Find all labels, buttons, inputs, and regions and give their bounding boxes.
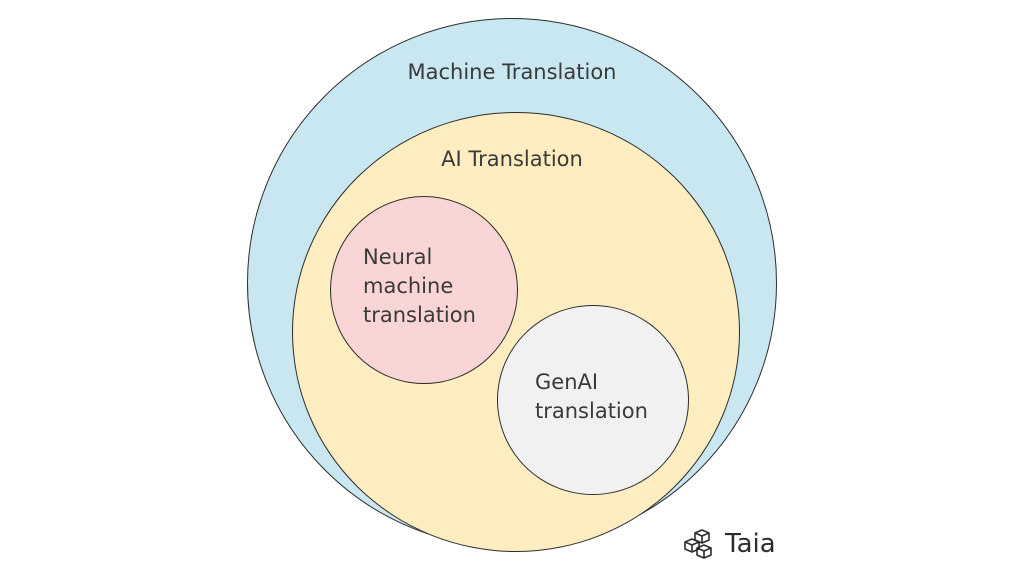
label-line: machine (363, 274, 454, 298)
neural-machine-translation-label: Neural machine translation (363, 243, 503, 330)
label-line: translation (363, 303, 476, 327)
genai-translation-circle (497, 305, 689, 495)
label-line: translation (535, 399, 648, 423)
brand-name: Taia (725, 529, 776, 559)
neural-machine-translation-circle (330, 196, 518, 384)
brand-logo: Taia (682, 526, 776, 562)
stacked-cubes-logo-icon (684, 529, 712, 559)
ai-translation-label: AI Translation (441, 147, 583, 171)
label-line: GenAI (535, 370, 599, 394)
genai-translation-label: GenAI translation (535, 368, 675, 426)
label-line: Neural (363, 245, 433, 269)
machine-translation-label: Machine Translation (407, 60, 617, 84)
